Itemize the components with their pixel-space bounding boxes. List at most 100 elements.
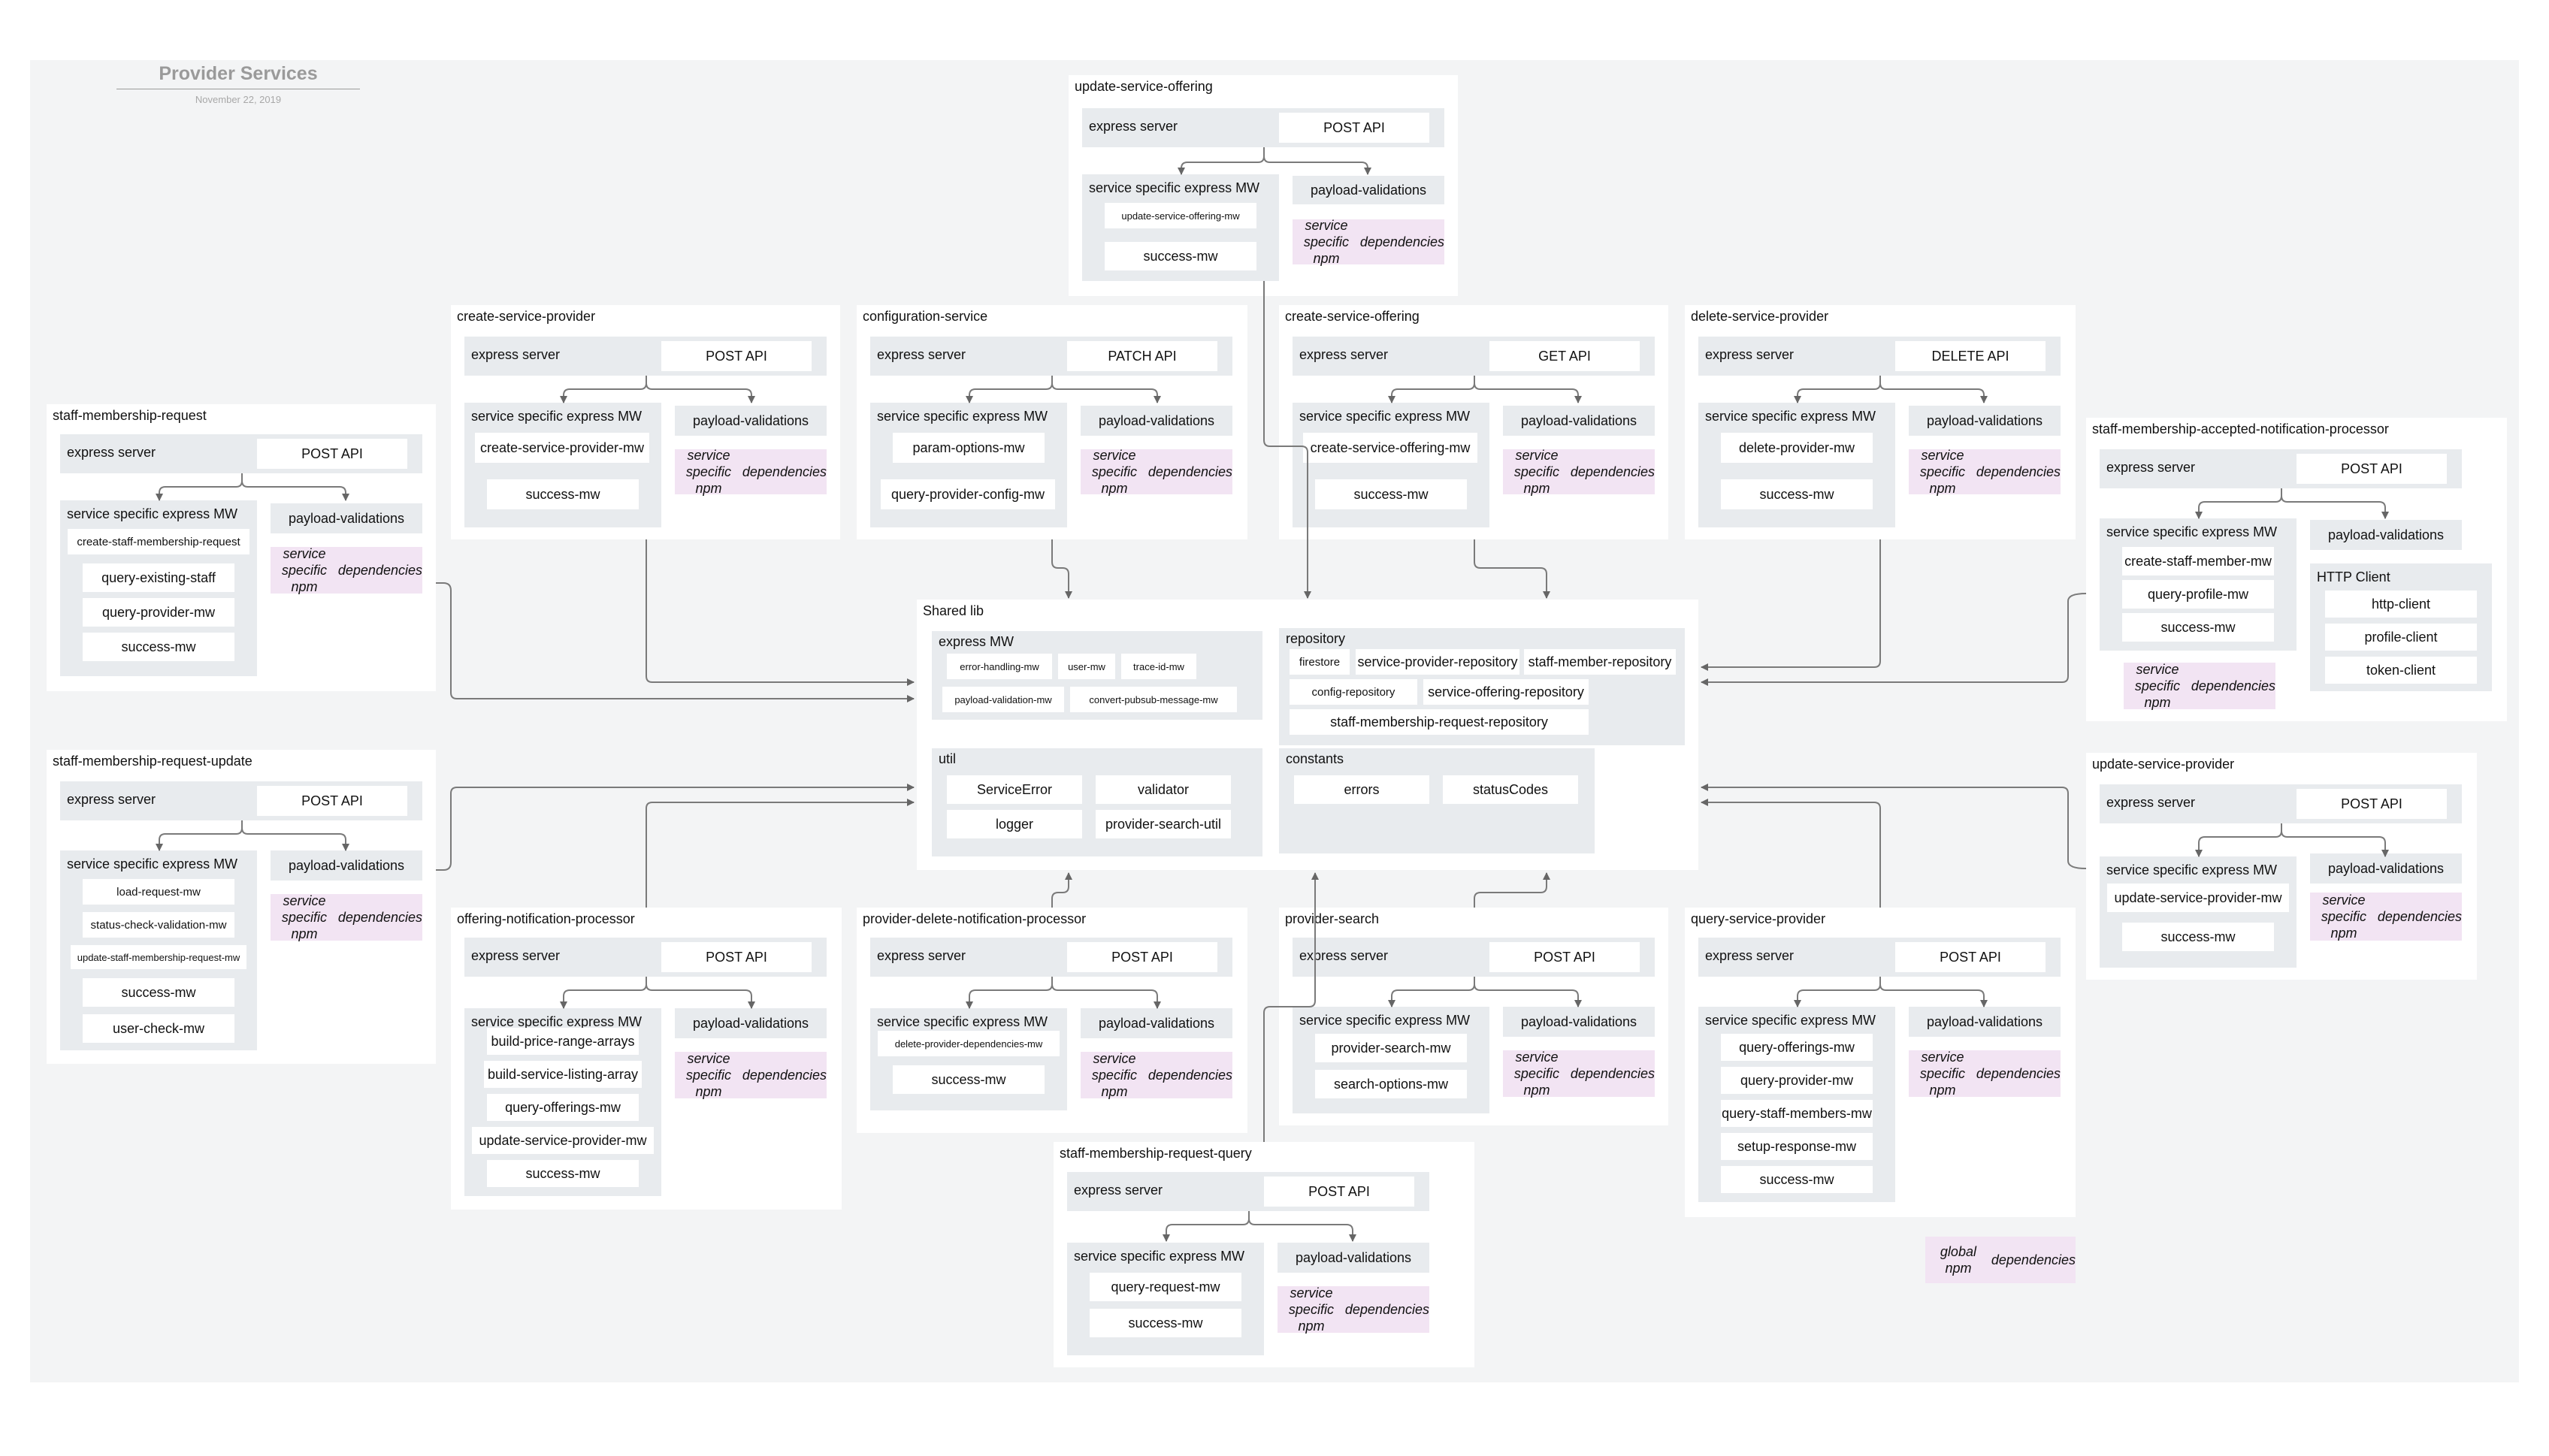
express-server-label: express server [1705, 347, 1795, 362]
shared-lib: Shared lib express MW error-handling-mw … [917, 600, 1698, 870]
repository-item: service-provider-repository [1356, 649, 1519, 675]
api-endpoint: POST API [2297, 454, 2447, 484]
api-endpoint: PATCH API [1067, 341, 1217, 371]
middleware-item: success-mw [1721, 479, 1873, 509]
npm-line1: service specific npm [1303, 218, 1349, 266]
payload-validations: payload-validations [675, 406, 827, 436]
express-server-label: express server [1299, 347, 1389, 362]
shared-mw-item: payload-validation-mw [942, 687, 1064, 712]
service-mw-label: service specific express MW [1299, 409, 1471, 424]
middleware-item: create-service-offering-mw [1303, 433, 1477, 463]
service-mw-panel: service specific express MW delete-provi… [1698, 403, 1895, 527]
service-title: staff-membership-request-query [1060, 1146, 1252, 1161]
service-staff-membership-accepted-notification-processor: staff-membership-accepted-notification-p… [2086, 418, 2507, 721]
diagram-title: Provider Services [159, 63, 318, 84]
express-server-label: express server [67, 792, 156, 807]
client-item: token-client [2325, 657, 2477, 684]
express-server-panel: express server POST API [60, 434, 422, 473]
middleware-item: success-mw [487, 479, 639, 509]
service-delete-service-provider: delete-service-provider express server D… [1685, 305, 2076, 539]
middleware-item: success-mw [2122, 923, 2274, 951]
util-item: validator [1096, 775, 1231, 804]
middleware-item: success-mw [1090, 1309, 1241, 1337]
service-mw-panel: service specific express MW provider-sea… [1293, 1007, 1489, 1113]
middleware-item: success-mw [83, 978, 234, 1007]
payload-validations: payload-validations [1278, 1243, 1429, 1273]
constants-item: errors [1294, 775, 1429, 804]
express-server-label: express server [1299, 948, 1389, 963]
service-staff-membership-request-update: staff-membership-request-update express … [47, 750, 436, 1064]
service-title: offering-notification-processor [457, 911, 635, 926]
util-item: logger [947, 810, 1082, 838]
service-mw-panel: service specific express MW update-servi… [1082, 174, 1279, 281]
middleware-item: success-mw [1721, 1166, 1873, 1193]
service-title: staff-membership-request [53, 408, 207, 423]
service-title: query-service-provider [1691, 911, 1826, 926]
shared-mw-item: convert-pubsub-message-mw [1070, 687, 1237, 712]
middleware-item: success-mw [893, 1065, 1045, 1094]
middleware-item: query-staff-members-mw [1721, 1100, 1873, 1127]
middleware-item: provider-search-mw [1315, 1034, 1467, 1062]
diagram-date: November 22, 2019 [195, 94, 282, 105]
constants-item: statusCodes [1443, 775, 1578, 804]
service-create-service-provider: create-service-provider express server P… [451, 305, 840, 539]
npm-line2: dependencies [1344, 1302, 1429, 1317]
service-title: update-service-offering [1075, 79, 1213, 94]
middleware-item: query-request-mw [1090, 1273, 1241, 1301]
express-server-panel: express server PATCH API [870, 337, 1232, 376]
middleware-item: search-options-mw [1315, 1070, 1467, 1098]
api-endpoint: POST API [661, 942, 812, 972]
middleware-item: success-mw [1315, 479, 1467, 509]
middleware-item: query-provider-config-mw [881, 479, 1055, 509]
express-server-label: express server [1089, 119, 1178, 134]
payload-validations: payload-validations [1909, 1007, 2061, 1037]
service-query-service-provider: query-service-provider express server PO… [1685, 908, 2076, 1217]
util-label: util [939, 751, 957, 766]
express-server-label: express server [67, 445, 156, 460]
api-endpoint: POST API [257, 439, 407, 469]
api-endpoint: POST API [1067, 942, 1217, 972]
npm-line1: service specific npm [1513, 1050, 1559, 1098]
service-mw-label: service specific express MW [67, 506, 238, 521]
http-client-panel: HTTP Client http-client profile-client t… [2310, 563, 2492, 691]
service-offering-notification-processor: offering-notification-processor express … [451, 908, 842, 1210]
service-title: delete-service-provider [1691, 309, 1829, 324]
express-server-label: express server [877, 347, 966, 362]
middleware-item: setup-response-mw [1721, 1133, 1873, 1160]
express-server-label: express server [1074, 1183, 1163, 1198]
express-server-label: express server [2106, 795, 2196, 810]
npm-line2: dependencies [1976, 1066, 2061, 1081]
shared-mw-item: error-handling-mw [947, 654, 1052, 679]
middleware-item: delete-provider-mw [1721, 433, 1873, 463]
repository-item: firestore [1290, 649, 1350, 675]
service-title: provider-delete-notification-processor [863, 911, 1087, 926]
express-server-label: express server [1705, 948, 1795, 963]
middleware-item: success-mw [83, 633, 234, 661]
middleware-item: user-check-mw [83, 1014, 234, 1043]
npm-line2: dependencies [2377, 909, 2462, 924]
service-mw-label: service specific express MW [877, 1014, 1048, 1029]
npm-line1: service specific npm [685, 448, 731, 496]
api-endpoint: POST API [1895, 942, 2046, 972]
service-title: create-service-offering [1285, 309, 1420, 324]
service-configuration-service: configuration-service express server PAT… [857, 305, 1247, 539]
middleware-item: create-staff-member-mw [2122, 547, 2274, 575]
global-npm-line1: global npm [1940, 1244, 1976, 1276]
repository-item: service-offering-repository [1423, 679, 1589, 705]
payload-validations: payload-validations [1081, 1008, 1232, 1038]
express-server-panel: express server POST API [464, 938, 827, 977]
payload-validations: payload-validations [1503, 1007, 1655, 1037]
express-server-label: express server [877, 948, 966, 963]
npm-line1: service specific npm [1513, 448, 1559, 496]
npm-line2: dependencies [1976, 464, 2061, 479]
service-mw-panel: service specific express MW param-option… [870, 403, 1067, 527]
shared-mw-item: user-mw [1058, 654, 1115, 679]
npm-line2: dependencies [742, 1068, 827, 1083]
express-server-panel: express server POST API [60, 781, 422, 820]
service-mw-label: service specific express MW [67, 856, 238, 871]
